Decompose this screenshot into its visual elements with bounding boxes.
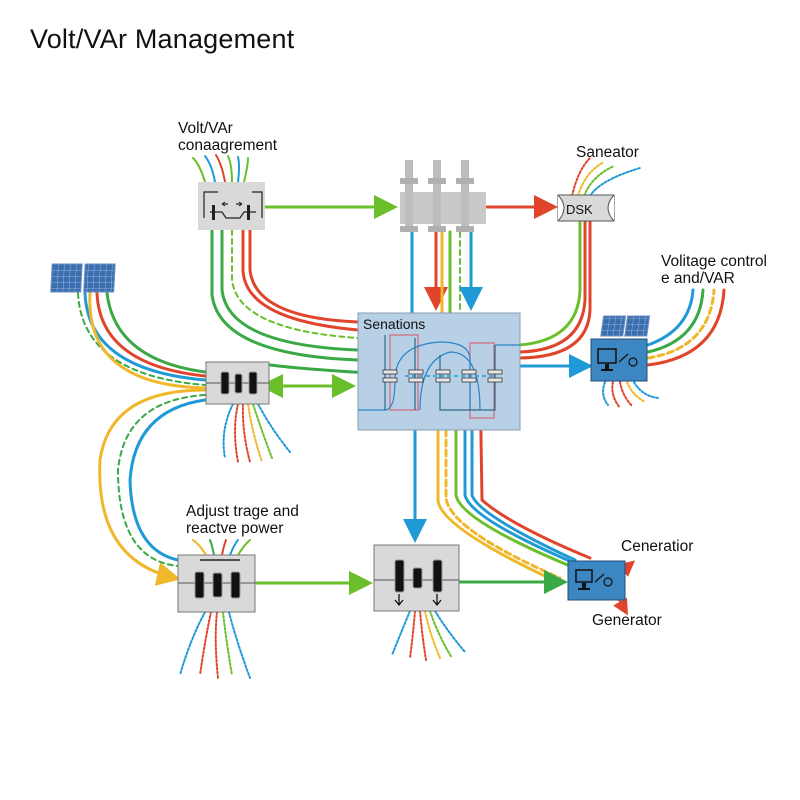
wire-adjust-top bbox=[221, 539, 227, 556]
wire-inverter-bottom bbox=[626, 381, 646, 403]
wire-dsk-top bbox=[571, 157, 591, 197]
wire-inverter-bottom bbox=[619, 381, 633, 407]
wire-controller-in bbox=[243, 157, 249, 183]
wire-inverter-bottom bbox=[611, 381, 621, 409]
wire-junction-bottom bbox=[247, 403, 263, 463]
wire-dsk-to-panel bbox=[518, 220, 587, 354]
wire-controller-in bbox=[204, 155, 216, 183]
wire-generator-to-panel bbox=[468, 369, 592, 560]
volt-var-controller[interactable] bbox=[198, 182, 265, 230]
wire-controller-in bbox=[215, 154, 226, 183]
page-title: Volt/VAr Management bbox=[30, 24, 295, 54]
wire-controller-to-panel bbox=[231, 229, 359, 339]
wire-controller-in bbox=[237, 156, 240, 183]
ceneratior-label: Ceneratior bbox=[621, 538, 694, 555]
solar-inverter-right[interactable] bbox=[590, 315, 651, 382]
wire-adjust-bottom bbox=[214, 611, 219, 679]
wire-adjust-bottom bbox=[222, 611, 233, 676]
wire-junction-bottom bbox=[252, 403, 273, 459]
generator-label: Generator bbox=[592, 612, 662, 629]
volt-var-mgmt-label-line1: Volt/VAr bbox=[178, 120, 233, 137]
wire-adjust-top bbox=[229, 539, 239, 556]
dsk-unit[interactable] bbox=[557, 194, 615, 222]
wire-tapchanger-bottom bbox=[424, 610, 441, 659]
wire-controller-to-panel bbox=[248, 228, 360, 324]
wire-panel-to-generator bbox=[454, 428, 572, 568]
voltage-control-label-line1: Volitage control bbox=[661, 253, 767, 270]
volt-var-mgmt-label: Volt/VAr conaagrement bbox=[178, 120, 277, 154]
wires bbox=[77, 154, 726, 679]
wire-tapchanger-bottom bbox=[434, 610, 466, 653]
generator-unit[interactable] bbox=[567, 560, 626, 601]
wire-solar-to-junction bbox=[105, 291, 207, 374]
wire-junction-bottom bbox=[241, 403, 251, 463]
wire-adjust-bottom bbox=[199, 611, 212, 676]
wire-panel-to-generator bbox=[444, 428, 562, 580]
wire-panel-to-generator bbox=[436, 428, 562, 585]
wire-junction-bottom bbox=[222, 403, 234, 459]
wire-inverter-out bbox=[646, 288, 695, 347]
wire-dsk-top bbox=[577, 161, 605, 197]
wire-tapchanger-bottom bbox=[429, 610, 453, 659]
wire-inverter-out bbox=[646, 288, 716, 360]
volt-var-mgmt-label-line2: conaagrement bbox=[178, 137, 278, 154]
wire-adjust-top bbox=[209, 539, 215, 556]
wire-inverter-bottom bbox=[633, 381, 659, 399]
wire-tapchanger-bottom bbox=[391, 610, 411, 656]
senations-panel[interactable] bbox=[357, 312, 521, 431]
wire-solar-to-junction bbox=[88, 291, 207, 390]
wire-panel-to-generator bbox=[463, 428, 574, 564]
wire-inverter-out bbox=[646, 288, 726, 367]
adjust-label-line1: Adjust trage and bbox=[186, 503, 299, 520]
wire-dsk-top bbox=[583, 165, 615, 197]
wire-junction-to-adjust bbox=[116, 394, 206, 567]
senations-label: Senations bbox=[363, 316, 426, 332]
wire-dsk-to-panel bbox=[518, 220, 592, 360]
wire-controller-to-panel bbox=[220, 228, 360, 352]
junction-box-left[interactable] bbox=[205, 361, 270, 405]
wire-dsk-top bbox=[589, 167, 641, 197]
wire-tapchanger-bottom bbox=[419, 610, 427, 661]
wire-adjust-top bbox=[192, 539, 207, 556]
wire-tapchanger-bottom bbox=[409, 610, 416, 659]
voltage-control-label: Volitage control e and/VAR bbox=[661, 253, 767, 287]
voltage-control-label-line2: e and/VAR bbox=[661, 270, 735, 287]
wire-controller-to-panel bbox=[241, 228, 360, 332]
wire-junction-to-adjust bbox=[98, 388, 207, 586]
wire-inverter-out bbox=[646, 288, 705, 354]
wire-adjust-bottom bbox=[179, 611, 206, 676]
wire-solar-to-junction bbox=[83, 291, 207, 382]
dsk-label: DSK bbox=[566, 202, 593, 217]
wire-dsk-to-panel bbox=[518, 220, 582, 347]
wire-controller-in bbox=[192, 157, 206, 183]
wire-controller-in bbox=[227, 155, 233, 183]
wire-adjust-bottom bbox=[228, 611, 251, 679]
adjust-box[interactable] bbox=[177, 554, 256, 613]
adjust-label: Adjust trage and reactve power bbox=[186, 503, 299, 537]
wire-junction-bottom bbox=[257, 403, 291, 453]
wire-panel-to-generator bbox=[470, 428, 577, 562]
wire-junction-bottom bbox=[234, 403, 239, 463]
switchgear[interactable] bbox=[400, 160, 486, 232]
wire-controller-to-panel bbox=[210, 228, 360, 362]
wire-adjust-top bbox=[237, 539, 251, 556]
saneator-label: Saneator bbox=[576, 144, 639, 161]
wire-junction-to-adjust bbox=[128, 398, 207, 562]
wire-solar-to-junction bbox=[95, 291, 207, 378]
tap-changer-box[interactable] bbox=[373, 544, 460, 612]
adjust-label-line2: reactve power bbox=[186, 520, 284, 537]
wire-inverter-bottom bbox=[602, 381, 609, 406]
solar-array-left bbox=[50, 263, 116, 293]
